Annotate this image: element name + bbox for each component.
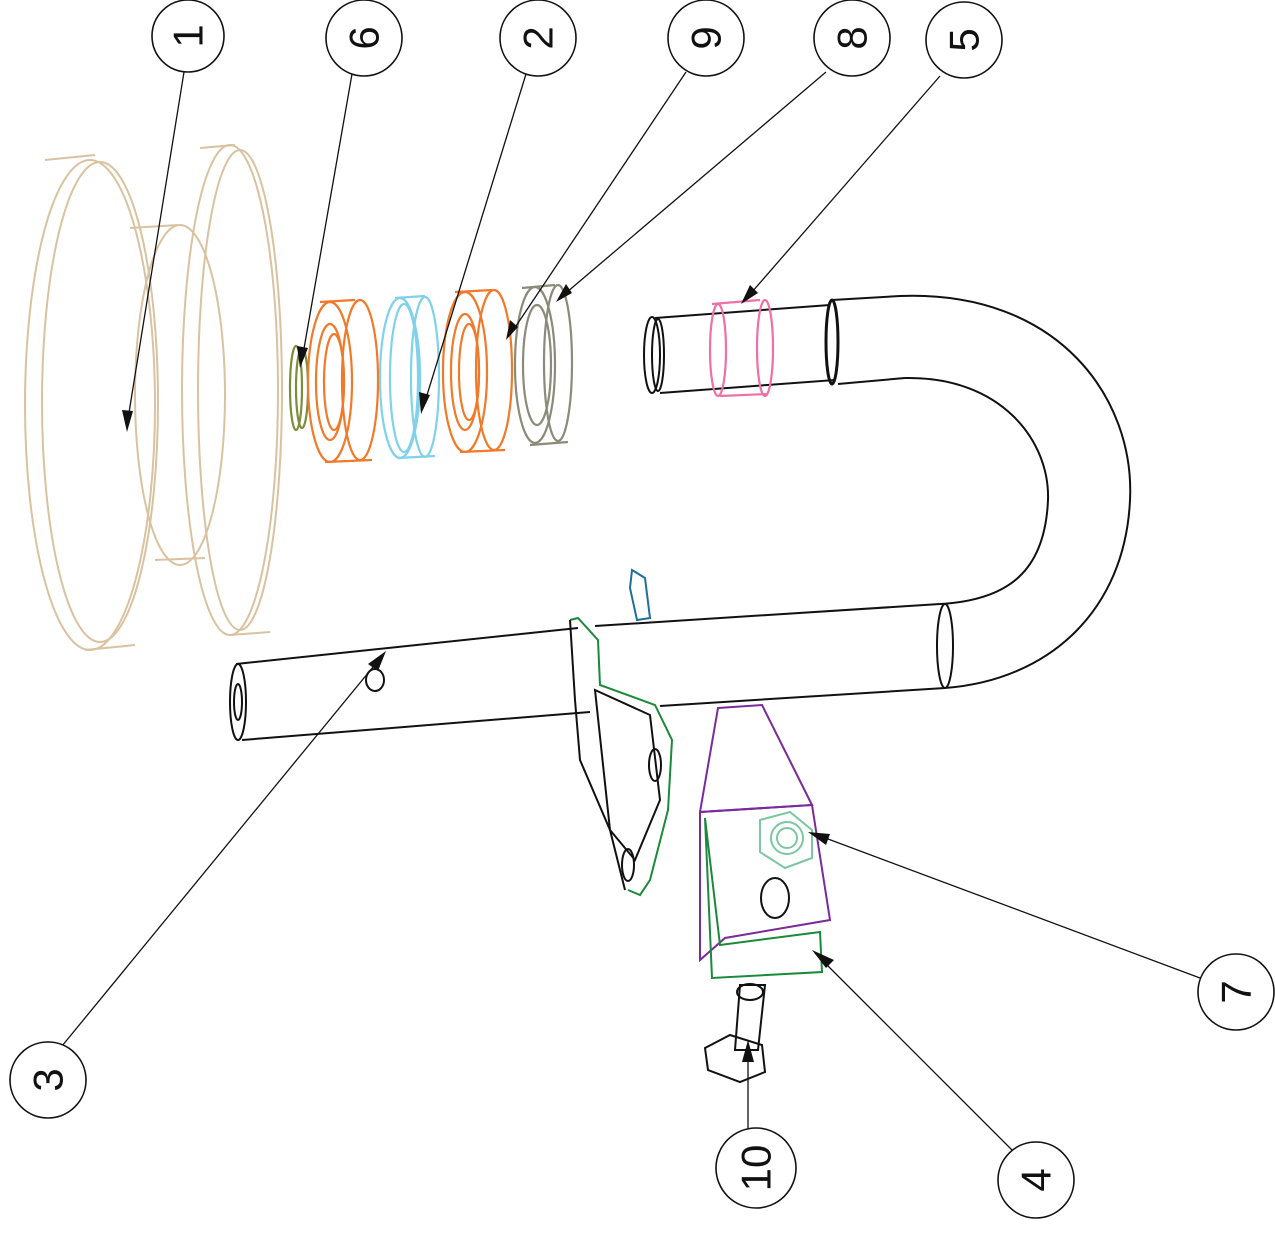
callout-1-label: 1 — [165, 24, 212, 47]
callout-7-label: 7 — [1213, 980, 1260, 1003]
key-part — [628, 568, 652, 622]
bracket-part — [569, 616, 674, 897]
callout-2-label: 2 — [515, 26, 562, 49]
bearing-left-part — [306, 298, 380, 464]
callout-8: 8 — [813, 0, 891, 77]
axle-tube-part — [229, 294, 1132, 741]
wheel-part — [24, 144, 283, 651]
arrowheads — [122, 284, 834, 1062]
callout-8-label: 8 — [829, 26, 876, 49]
nut-part — [759, 810, 813, 870]
leader-lines — [61, 71, 1201, 1153]
callout-9: 9 — [667, 0, 745, 77]
collar-part — [708, 298, 775, 398]
bolt-part — [703, 983, 767, 1084]
callout-5-label: 5 — [941, 28, 988, 51]
callout-6: 6 — [325, 0, 403, 77]
bearing-right-part — [441, 288, 514, 454]
callout-2: 2 — [499, 0, 577, 77]
clamp-part — [698, 703, 832, 980]
callout-4-label: 4 — [1013, 1168, 1060, 1191]
spacer-part — [378, 294, 441, 460]
callout-1: 1 — [151, 0, 225, 73]
callout-5: 5 — [925, 1, 1003, 79]
callout-6-label: 6 — [341, 26, 388, 49]
callout-10-label: 10 — [733, 1145, 780, 1192]
callout-10: 10 — [715, 1127, 797, 1209]
callout-7: 7 — [1197, 953, 1275, 1031]
washer-part — [513, 283, 574, 447]
callout-4: 4 — [997, 1141, 1075, 1219]
callout-9-label: 9 — [683, 26, 730, 49]
callout-3-label: 3 — [25, 1068, 72, 1091]
callout-3: 3 — [9, 1041, 87, 1119]
